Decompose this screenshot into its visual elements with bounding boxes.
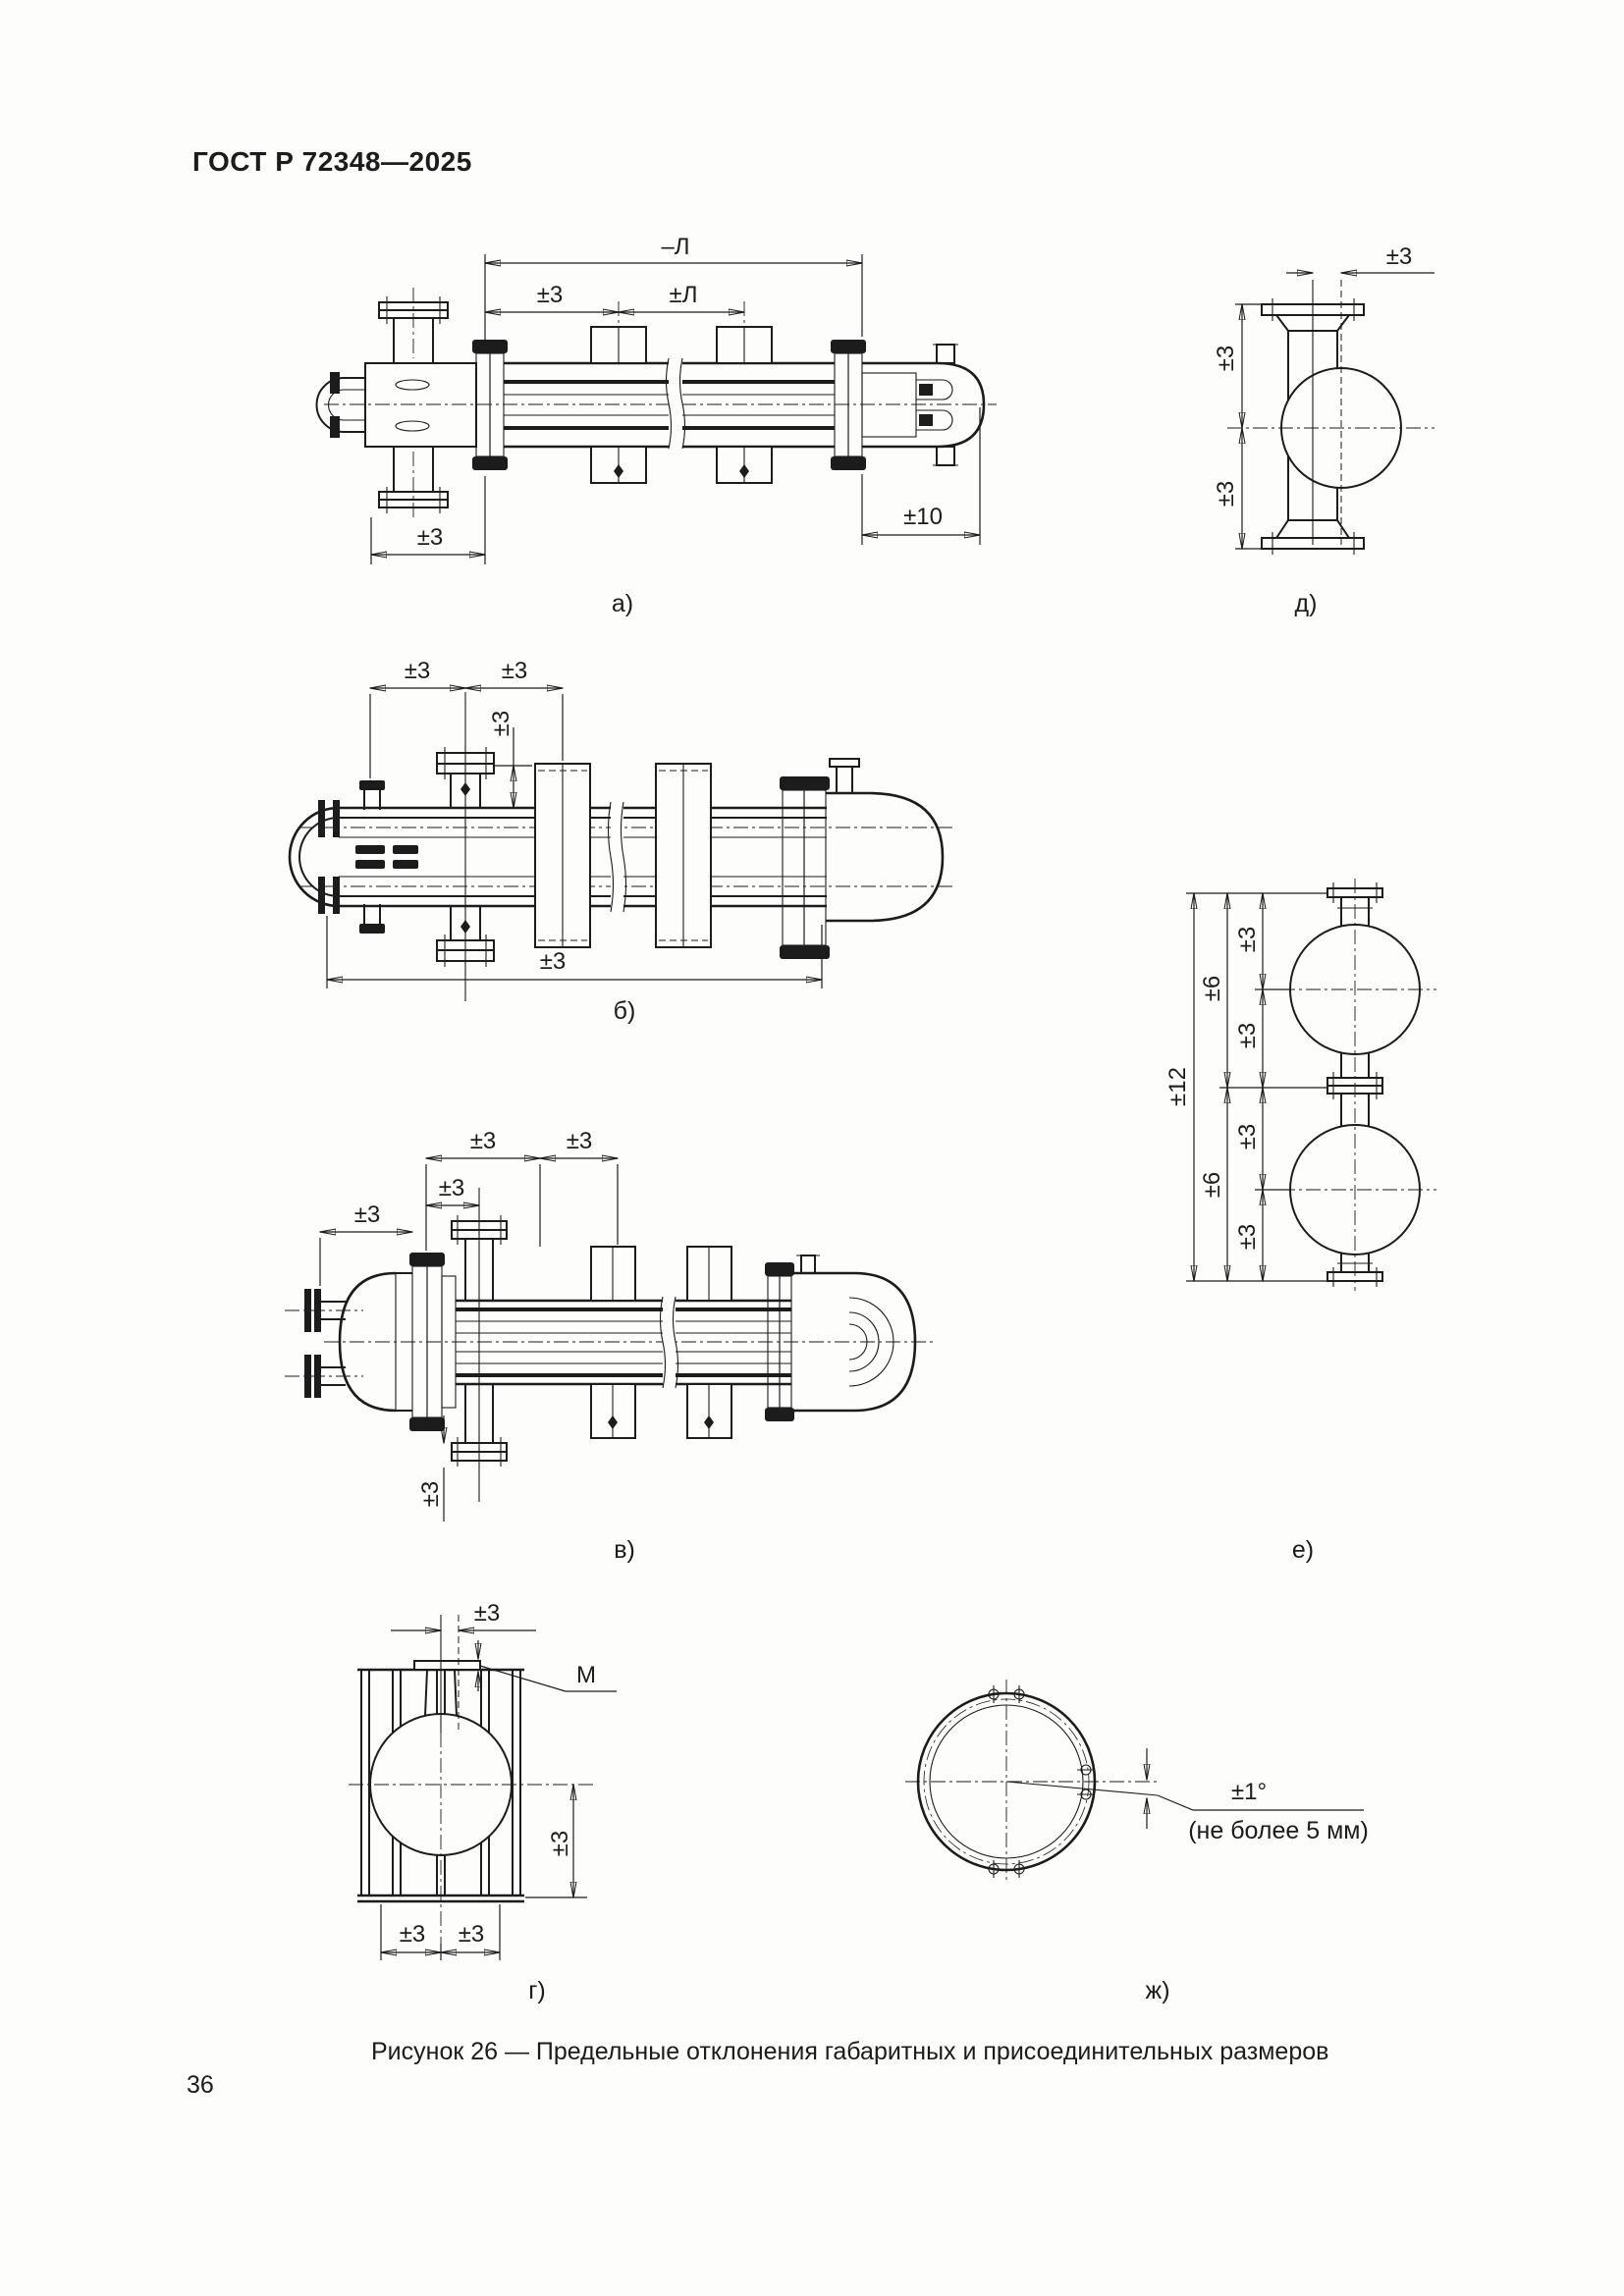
sublabel-a: а) [611, 590, 634, 617]
drawing-g: ±3 М ±3 ±3 ±3 [349, 1600, 617, 1960]
sublabel-d: д) [1294, 590, 1318, 617]
page-header: ГОСТ Р 72348—2025 [192, 146, 472, 177]
dim-label: ±3 [1386, 243, 1413, 270]
drawing-zh-body [905, 1680, 1160, 1884]
dim-label: ±3 [439, 1175, 465, 1201]
dim-label: ±3 [547, 1831, 573, 1857]
dim-label: ±3 [567, 1128, 593, 1154]
drawing-d-dimensions: ±3 ±3 ±3 [1213, 243, 1435, 550]
drawing-g-body [349, 1615, 594, 1944]
dim-label: ±3 [459, 1921, 485, 1948]
dim-label: ±3 [354, 1201, 381, 1228]
dim-label: ±10 [903, 504, 943, 530]
dim-label: ±3 [1234, 927, 1261, 953]
flange-mark-label: М [576, 1662, 596, 1688]
dim-note: (не более 5 мм) [1188, 1817, 1369, 1844]
dim-label: ±3 [1213, 346, 1239, 372]
saddle-1 [590, 326, 647, 484]
drawing-zh-dimensions: ±1° (не более 5 мм) [1147, 1748, 1369, 1844]
dim-label: ±3 [405, 658, 431, 684]
dim-label: ±3 [1213, 481, 1239, 507]
drawing-d-body [1227, 280, 1435, 555]
sublabel-e: е) [1291, 1536, 1315, 1564]
dim-label: ±Л [670, 282, 698, 308]
dim-label: ±3 [502, 658, 528, 684]
sublabel-b: б) [613, 997, 636, 1025]
saddle-2 [716, 326, 773, 484]
dim-label: ±3 [417, 1481, 444, 1508]
drawing-a-dimensions: –Л ±3 ±Л ±3 ±10 [370, 234, 981, 564]
saddle-2 [655, 763, 712, 948]
page-number: 36 [187, 2071, 214, 2099]
dim-label: ±3 [488, 711, 514, 737]
drawing-zh: ±1° (не более 5 мм) [905, 1680, 1369, 1884]
dim-label: –Л [661, 234, 689, 260]
saddle-1 [534, 763, 591, 948]
drawing-d: ±3 ±3 ±3 [1213, 243, 1435, 555]
drawing-g-dimensions: ±3 М ±3 ±3 ±3 [380, 1600, 617, 1960]
dim-label: ±3 [1234, 1224, 1261, 1251]
sublabel-v: в) [614, 1536, 635, 1564]
dim-label: ±3 [400, 1921, 426, 1948]
dim-label: ±6 [1199, 1172, 1225, 1199]
drawing-v: ±3 ±3 ±3 ±3 ±3 [285, 1128, 933, 1522]
sublabel-g: г) [528, 1977, 546, 2004]
dim-label: ±3 [474, 1600, 501, 1627]
drawing-b: ±3 ±3 ±3 ±3 [288, 658, 952, 1001]
dim-label: ±12 [1164, 1067, 1191, 1106]
drawing-e-body [1255, 879, 1436, 1291]
sublabel-zh: ж) [1145, 1977, 1170, 2004]
dim-label: ±3 [470, 1128, 497, 1154]
drawing-v-dimensions: ±3 ±3 ±3 ±3 ±3 [319, 1128, 619, 1522]
dim-label: ±6 [1199, 976, 1225, 1002]
figure-caption: Рисунок 26 — Предельные отклонения габар… [371, 2038, 1329, 2065]
bolt-holes [988, 1685, 1095, 1878]
dim-label: ±3 [540, 948, 567, 975]
dim-label: ±3 [1234, 1124, 1261, 1150]
dim-label: ±1° [1231, 1779, 1267, 1805]
drawing-e: ±12 ±6 ±6 ±3 ±3 ±3 ±3 [1164, 879, 1436, 1291]
saddle-1 [590, 1246, 636, 1439]
drawing-a-body [315, 288, 997, 521]
drawing-b-body [288, 692, 952, 1001]
dim-label: ±3 [417, 524, 444, 551]
saddle-2 [686, 1246, 732, 1439]
drawing-e-dimensions: ±12 ±6 ±6 ±3 ±3 ±3 ±3 [1164, 892, 1327, 1282]
drawing-b-dimensions: ±3 ±3 ±3 ±3 [326, 658, 823, 988]
drawing-a: –Л ±3 ±Л ±3 ±10 [315, 234, 997, 564]
drawing-v-body [285, 1188, 933, 1502]
dim-label: ±3 [1234, 1023, 1261, 1049]
dim-label: ±3 [537, 282, 564, 308]
